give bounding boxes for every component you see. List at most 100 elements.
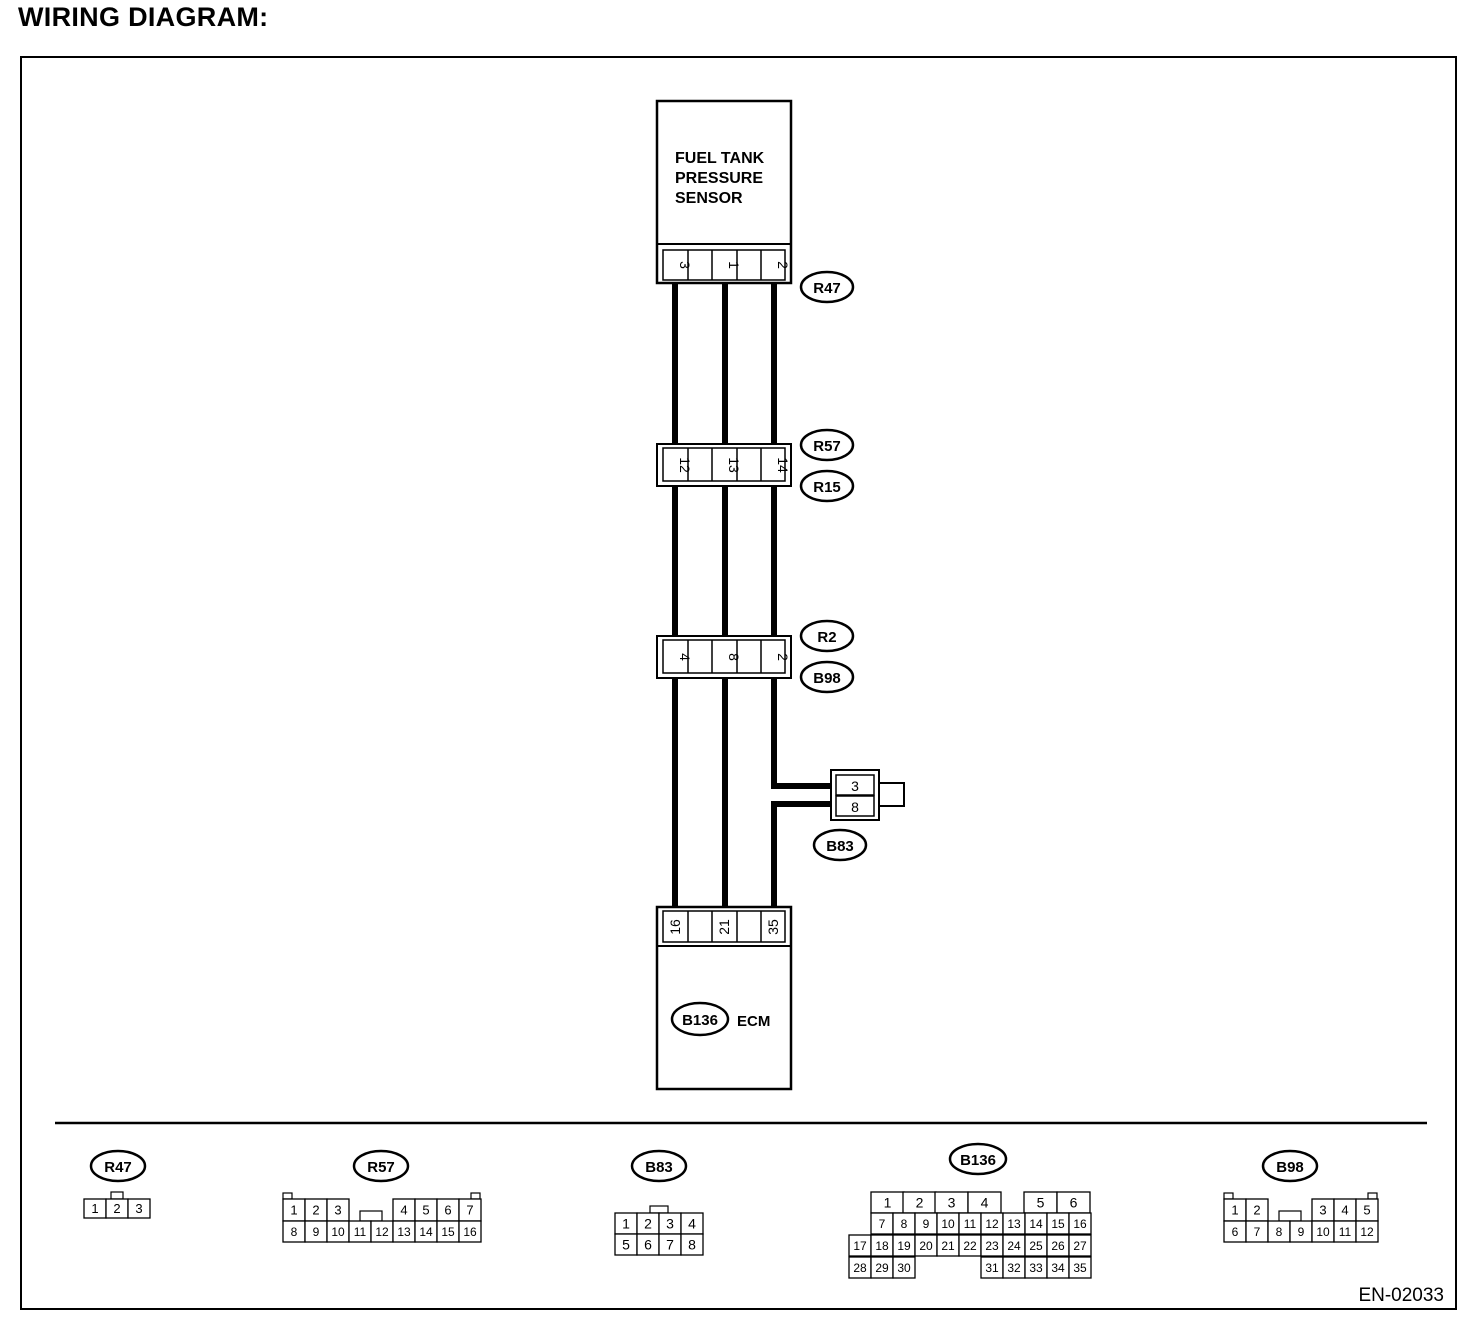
svg-text:B136: B136: [960, 1152, 996, 1169]
r57-callout: R57: [799, 428, 855, 462]
b83-connector: 3 8: [830, 769, 905, 821]
r47-face-pin-3: 3: [135, 1201, 142, 1216]
b136-face-pin-11: 11: [964, 1217, 977, 1231]
b136-face-pin-14: 14: [1029, 1217, 1043, 1231]
r57-face-cell: [458, 1220, 482, 1243]
b136-face-pin-13: 13: [1007, 1217, 1021, 1231]
r57-face-pin-13: 13: [397, 1225, 411, 1239]
b136-face-pin-31: 31: [985, 1261, 999, 1275]
b136-face-cell: [892, 1256, 916, 1279]
b136-face-pin-6: 6: [1070, 1195, 1078, 1211]
b83-callout: B83: [812, 828, 868, 862]
b83-face-pin-1: 1: [622, 1216, 630, 1232]
b98-face-pin-3: 3: [1319, 1203, 1326, 1218]
r47-callout: R47: [799, 270, 855, 304]
page-title: WIRING DIAGRAM:: [18, 2, 269, 32]
b136-face-pin-30: 30: [897, 1261, 911, 1275]
b136-face-pin-1: 1: [884, 1195, 892, 1211]
r47-face-pin-2: 2: [113, 1201, 120, 1216]
b136-face-pin-15: 15: [1051, 1217, 1065, 1231]
svg-text:R57: R57: [813, 438, 841, 455]
b136-face-pin-18: 18: [875, 1239, 889, 1253]
b98-face-pin-8: 8: [1276, 1225, 1283, 1239]
wire-r2-to-b83-pin3: [771, 678, 835, 789]
b136-face-pin-20: 20: [919, 1239, 933, 1253]
r57-face-pin-12: 12: [375, 1225, 389, 1239]
diagram-frame: [20, 56, 1457, 1310]
b136-face-pin-35: 35: [1073, 1261, 1087, 1275]
r47-pin-1: 1: [726, 261, 742, 269]
sensor-label-line2: PRESSURE: [675, 170, 763, 187]
r47-face-cell: [127, 1198, 151, 1219]
r57-pin-13: 13: [726, 457, 742, 473]
b83-face-pin-6: 6: [644, 1237, 652, 1253]
b136-face-pin-2: 2: [916, 1195, 924, 1211]
wire-harness: [672, 284, 835, 907]
svg-text:B83: B83: [826, 838, 854, 855]
wire-b83-pin8-to-ecm35: [771, 801, 835, 907]
b136-face-pin-16: 16: [1073, 1217, 1087, 1231]
b136-face-pin-32: 32: [1007, 1261, 1021, 1275]
r57-face-pin-3: 3: [334, 1203, 341, 1218]
b98-face-pin-1: 1: [1231, 1203, 1238, 1218]
b136-face-pin-24: 24: [1007, 1239, 1021, 1253]
r57-face-pin-5: 5: [422, 1203, 429, 1218]
b136-face-pin-7: 7: [879, 1217, 886, 1231]
fuel-tank-pressure-sensor: FUEL TANK PRESSURE SENSOR 3 1 2: [655, 99, 793, 285]
b98-face-pin-6: 6: [1232, 1225, 1239, 1239]
ecm-module: 16 21 35 B136 ECM: [655, 905, 793, 1091]
r2-callout: R2: [799, 619, 855, 653]
figure-id: EN-02033: [1358, 1285, 1444, 1306]
r57-face-pin-11: 11: [354, 1225, 367, 1239]
b98-face-pin-4: 4: [1341, 1203, 1348, 1218]
b136-callout-text: B136: [682, 1012, 718, 1029]
r2-pin-8: 8: [726, 653, 742, 661]
r47-pin-3: 3: [677, 261, 693, 269]
b136-face-pin-3: 3: [948, 1195, 956, 1211]
b98-face-pin-9: 9: [1298, 1225, 1305, 1239]
b136-callout: [670, 1001, 730, 1037]
b98-face-pin-12: 12: [1360, 1225, 1374, 1239]
r47-face-pin-1: 1: [91, 1201, 98, 1216]
r57-face-pin-14: 14: [419, 1225, 433, 1239]
b136-face-pin-26: 26: [1051, 1239, 1065, 1253]
b98-face-pin-7: 7: [1254, 1225, 1261, 1239]
b98-callout: B98: [799, 660, 855, 694]
svg-text:R47: R47: [813, 280, 841, 297]
r57-face-pin-15: 15: [441, 1225, 455, 1239]
b136-face-pin-25: 25: [1029, 1239, 1043, 1253]
b136-face-pin-19: 19: [897, 1239, 911, 1253]
b98-face-pin-10: 10: [1316, 1225, 1330, 1239]
b83-face-pin-5: 5: [622, 1237, 630, 1253]
sensor-label-line1: FUEL TANK: [675, 150, 765, 167]
b136-face-cell: [1068, 1256, 1092, 1279]
b98-face-pin-11: 11: [1339, 1225, 1352, 1239]
svg-text:B98: B98: [813, 670, 841, 687]
b136-face-pin-10: 10: [941, 1217, 955, 1231]
b136-face-pin-12: 12: [985, 1217, 999, 1231]
r57-face-pin-4: 4: [400, 1203, 407, 1218]
b83-face-pin-8: 8: [688, 1237, 696, 1253]
svg-text:R57: R57: [367, 1159, 395, 1176]
r57-pin-12: 12: [677, 457, 693, 473]
r57-face-pin-8: 8: [291, 1225, 298, 1239]
r2-b98-connector: 4 8 2: [656, 635, 792, 679]
b136-pin-21: 21: [716, 919, 732, 935]
b136-face-pin-27: 27: [1073, 1239, 1087, 1253]
b136-face-pin-21: 21: [941, 1239, 955, 1253]
b136-face-pin-9: 9: [923, 1217, 930, 1231]
b83-pin-8: 8: [851, 799, 859, 815]
r57-face-pin-10: 10: [331, 1225, 345, 1239]
b83-face-pin-2: 2: [644, 1216, 652, 1232]
svg-text:B98: B98: [1276, 1159, 1304, 1176]
r47-pin-2: 2: [775, 261, 791, 269]
b136-face-pin-8: 8: [901, 1217, 908, 1231]
b83-face-pin-3: 3: [666, 1216, 674, 1232]
svg-text:R2: R2: [817, 629, 836, 646]
b136-face-pin-28: 28: [853, 1261, 867, 1275]
b136-face-pin-22: 22: [963, 1239, 977, 1253]
